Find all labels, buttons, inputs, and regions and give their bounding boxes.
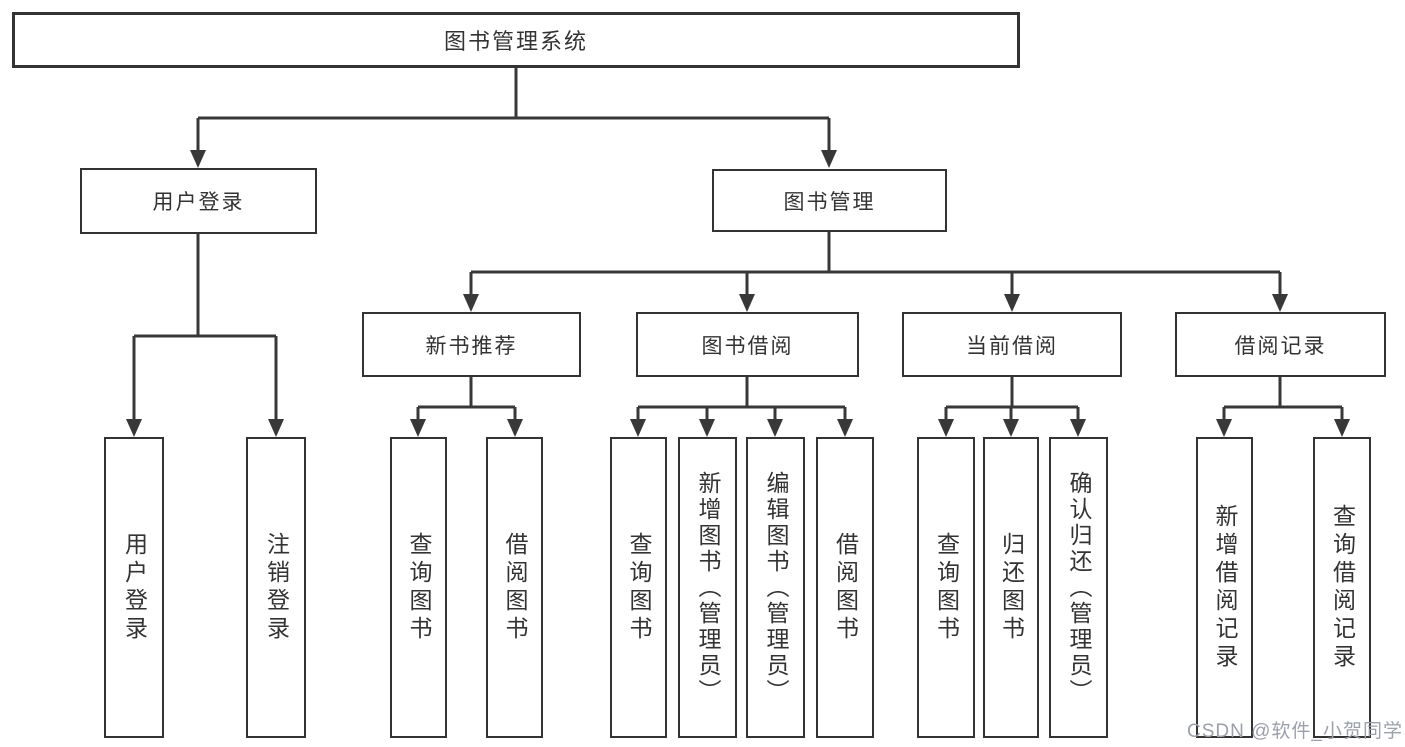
- arrow-icon: [630, 419, 646, 437]
- node-borrow-records-label: 借阅记录: [1234, 334, 1327, 358]
- node-book-mgmt: 图书管理: [712, 169, 947, 232]
- arrow-icon: [126, 419, 142, 437]
- arrowheads: [126, 150, 1350, 437]
- arrow-icon: [699, 419, 715, 437]
- connector-root: [196, 68, 831, 152]
- leaf-borrow-books-2: 借阅图书: [816, 437, 874, 738]
- leaf-query-books-3: 查询图书: [917, 437, 975, 738]
- leaf-edit-book-admin: 编辑图书（管理员）: [746, 437, 805, 738]
- arrow-icon: [410, 419, 426, 437]
- leaf-label: 新增图书（管理员）: [695, 470, 721, 705]
- leaf-label: 注销登录: [263, 531, 290, 644]
- node-borrow-records: 借阅记录: [1175, 312, 1386, 377]
- node-new-book-rec-label: 新书推荐: [425, 334, 518, 358]
- leaf-return-book: 归还图书: [983, 437, 1039, 738]
- arrow-icon: [1334, 419, 1350, 437]
- arrow-icon: [1070, 419, 1086, 437]
- leaf-confirm-return-admin: 确认归还（管理员）: [1049, 437, 1108, 738]
- leaf-borrow-books-1: 借阅图书: [486, 437, 543, 738]
- node-user-login-label: 用户登录: [152, 191, 245, 214]
- arrow-icon: [463, 294, 479, 312]
- leaf-label: 借阅图书: [502, 531, 528, 644]
- connector-user-login: [132, 234, 278, 421]
- arrow-icon: [507, 419, 523, 437]
- leaf-user-login: 用户登录: [104, 437, 164, 738]
- leaf-label: 新增借阅记录: [1212, 503, 1238, 672]
- arrow-icon: [1272, 294, 1288, 312]
- leaf-label: 确认归还（管理员）: [1066, 470, 1092, 705]
- arrow-icon: [821, 150, 837, 168]
- connector-book-mgmt: [469, 232, 1282, 296]
- connector-borrow-records: [1222, 377, 1344, 421]
- leaf-label: 查询借阅记录: [1329, 503, 1356, 672]
- arrow-icon: [190, 150, 206, 168]
- node-book-borrow: 图书借阅: [636, 312, 859, 377]
- node-root: 图书管理系统: [12, 12, 1020, 68]
- leaf-logout: 注销登录: [246, 437, 306, 738]
- node-current-borrow-label: 当前借阅: [966, 334, 1058, 358]
- leaf-label: 归还图书: [998, 531, 1025, 644]
- csdn-watermark: CSDN @软件_小贺同学: [1187, 721, 1403, 742]
- arrow-icon: [767, 419, 783, 437]
- connector-new-book-rec: [416, 377, 517, 421]
- leaf-query-books-1: 查询图书: [390, 437, 447, 738]
- leaf-label: 查询图书: [626, 531, 652, 644]
- leaf-label: 查询图书: [406, 531, 432, 644]
- arrow-icon: [1216, 419, 1232, 437]
- leaf-label: 借阅图书: [832, 531, 859, 644]
- leaf-query-borrow-record: 查询借阅记录: [1313, 437, 1371, 738]
- leaf-query-books-2: 查询图书: [610, 437, 667, 738]
- arrow-icon: [739, 294, 755, 312]
- leaf-label: 查询图书: [933, 531, 960, 644]
- node-book-borrow-label: 图书借阅: [701, 334, 794, 358]
- leaf-label: 用户登录: [121, 531, 148, 644]
- node-new-book-rec: 新书推荐: [362, 312, 581, 377]
- arrow-icon: [938, 419, 954, 437]
- node-root-label: 图书管理系统: [443, 29, 588, 54]
- connector-book-borrow: [636, 377, 847, 421]
- node-book-mgmt-label: 图书管理: [783, 190, 876, 214]
- arrow-icon: [1003, 419, 1019, 437]
- node-current-borrow: 当前借阅: [902, 312, 1122, 377]
- leaf-add-book-admin: 新增图书（管理员）: [678, 437, 737, 738]
- arrow-icon: [837, 419, 853, 437]
- leaf-add-borrow-record: 新增借阅记录: [1196, 437, 1253, 738]
- node-user-login: 用户登录: [80, 168, 317, 234]
- arrow-icon: [1004, 294, 1020, 312]
- connector-current-borrow: [944, 377, 1080, 421]
- arrow-icon: [268, 419, 284, 437]
- leaf-label: 编辑图书（管理员）: [763, 470, 789, 705]
